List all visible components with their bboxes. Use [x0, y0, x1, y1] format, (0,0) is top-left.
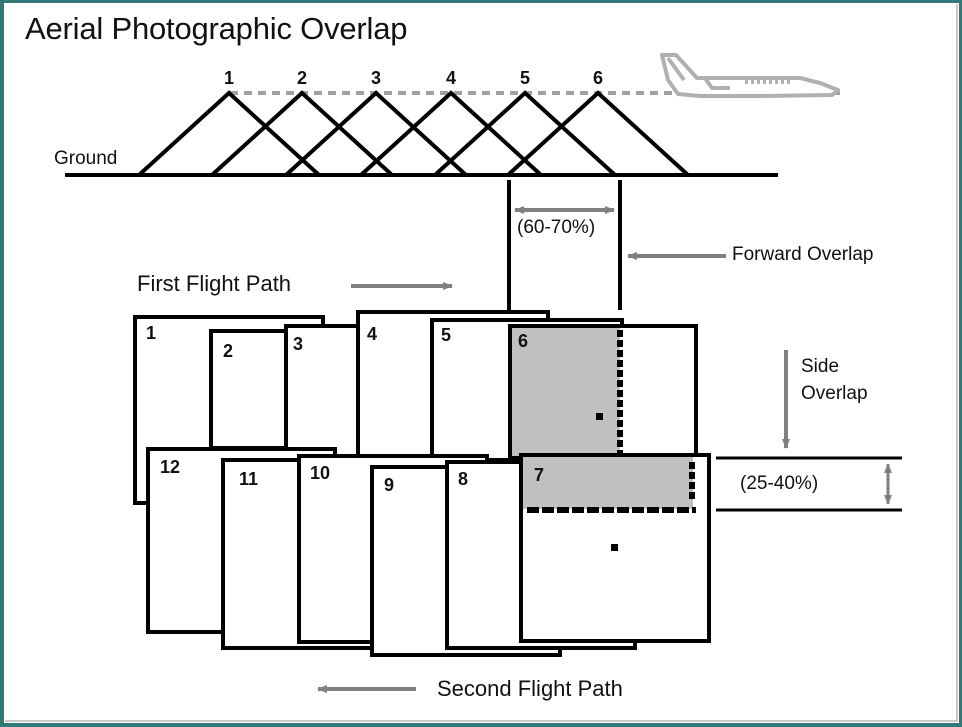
camera-fov-cone-3 [284, 90, 468, 177]
camera-fov-cones [137, 90, 690, 177]
photo-frame-3: 3 [284, 324, 358, 448]
camera-fov-cone-2 [210, 90, 394, 177]
photo-label-7: 7 [534, 465, 544, 485]
photo-label-1: 1 [146, 323, 156, 343]
slide-frame-shadow [5, 4, 958, 722]
photo-center-6 [596, 413, 603, 420]
photo-label-10: 10 [310, 463, 330, 483]
photo-label-6: 6 [518, 331, 528, 351]
photo-frame-6: 6 [508, 324, 698, 460]
photo-label-12: 12 [160, 457, 180, 477]
airplane-icon [660, 53, 840, 98]
exposure-station-labels: 1 2 3 4 5 6 [224, 68, 603, 88]
ground-label: Ground [54, 148, 118, 169]
page-title: Aerial Photographic Overlap [25, 11, 408, 46]
photo-frame-2: 2 [209, 329, 288, 450]
photo-label-4: 4 [367, 324, 377, 344]
exposure-station-label-1: 1 [224, 68, 234, 88]
photo-label-11: 11 [239, 469, 258, 489]
photo-label-9: 9 [384, 475, 394, 495]
forward-overlap-range: (60-70%) [517, 217, 596, 238]
camera-fov-cone-4 [359, 90, 543, 177]
photo-frame-7: 7 [519, 453, 711, 643]
forward-overlap-area [512, 328, 620, 456]
forward-overlap-label: Forward Overlap [732, 244, 874, 265]
second-flight-path-label: Second Flight Path [437, 676, 623, 701]
side-overlap-range: (25-40%) [740, 473, 819, 494]
photo-label-8: 8 [458, 469, 468, 489]
first-flight-path-label: First Flight Path [137, 271, 292, 296]
side-overlap-label-line1: Side [801, 356, 840, 377]
side-overlap-area [523, 457, 693, 509]
camera-fov-cone-5 [433, 90, 617, 177]
camera-fov-cone-1 [137, 90, 321, 177]
exposure-station-label-5: 5 [520, 68, 530, 88]
exposure-station-label-4: 4 [446, 68, 456, 88]
photo-label-3: 3 [293, 334, 303, 354]
photo-center-7 [611, 544, 618, 551]
exposure-station-label-2: 2 [297, 68, 307, 88]
camera-fov-cone-6 [506, 90, 690, 177]
exposure-station-label-3: 3 [371, 68, 381, 88]
photo-label-2: 2 [223, 341, 233, 361]
photo-label-5: 5 [441, 325, 451, 345]
side-overlap-label-line2: Overlap [801, 383, 868, 404]
exposure-station-label-6: 6 [593, 68, 603, 88]
